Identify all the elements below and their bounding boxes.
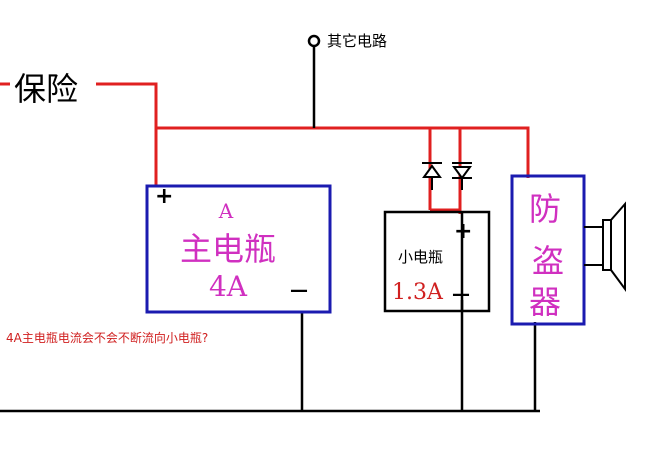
diode-icon bbox=[422, 162, 472, 190]
alarm-label-2: 盗 bbox=[532, 242, 564, 280]
small-battery-current: 1.3A bbox=[392, 280, 444, 305]
small-battery-minus: — bbox=[452, 284, 470, 305]
small-battery-name: 小电瓶 bbox=[398, 248, 443, 266]
question-text: 4A主电瓶电流会不会不断流向小电瓶? bbox=[6, 330, 208, 345]
alarm-label-3: 器 bbox=[529, 283, 561, 321]
speaker-icon bbox=[584, 201, 626, 293]
alarm-label-1: 防 bbox=[529, 190, 561, 228]
alarm-box bbox=[510, 174, 586, 326]
positive-wiring bbox=[0, 82, 530, 214]
other-circuit-label: 其它电路 bbox=[327, 32, 387, 50]
small-battery-box bbox=[383, 210, 491, 313]
main-battery-minus: — bbox=[290, 280, 308, 301]
main-battery-title: A bbox=[218, 199, 234, 223]
main-battery-current: 4A bbox=[209, 270, 248, 303]
other-circuit-terminal bbox=[307, 34, 321, 48]
negative-wiring bbox=[0, 46, 540, 413]
small-battery-plus: + bbox=[454, 219, 472, 244]
main-battery-plus: + bbox=[155, 184, 173, 209]
main-battery-name: 主电瓶 bbox=[180, 230, 276, 268]
main-battery-box bbox=[145, 184, 332, 314]
fuse-label: 保险 bbox=[14, 70, 78, 108]
